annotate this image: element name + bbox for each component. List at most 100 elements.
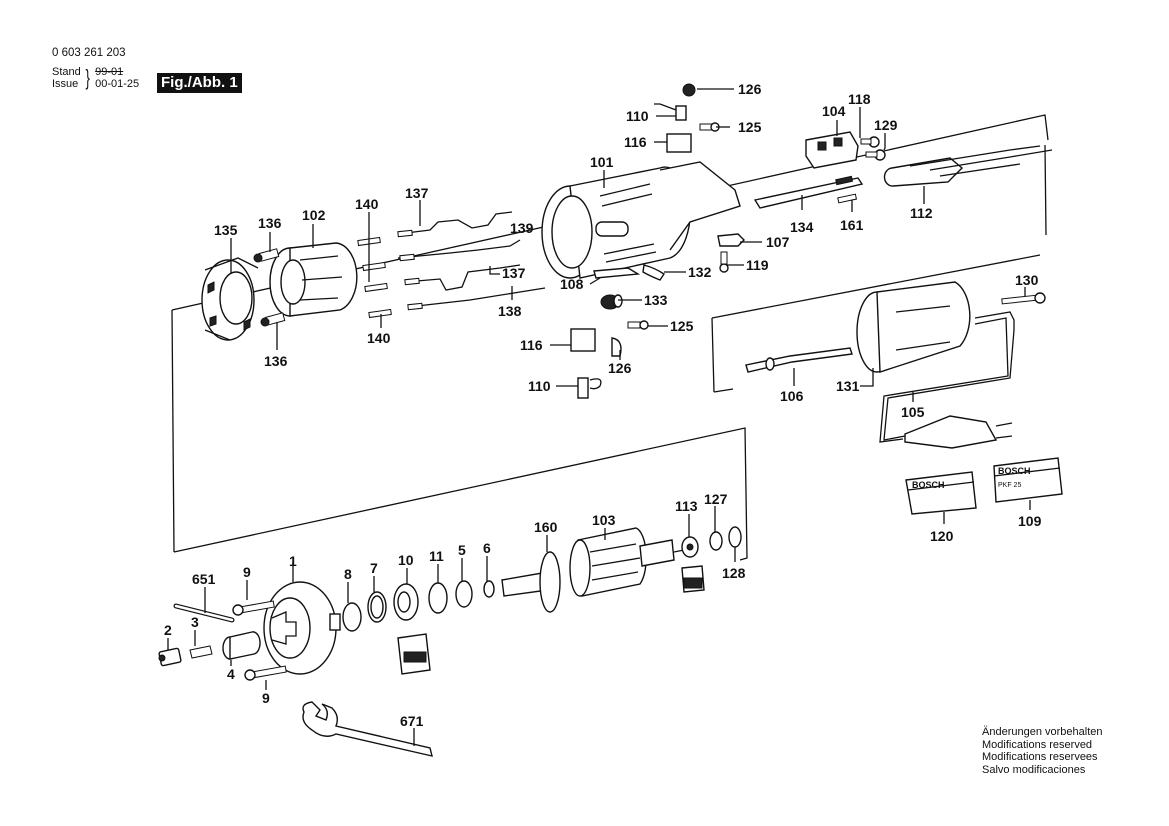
motor-frame-foot [713,388,734,393]
callout: 129 [874,117,898,133]
part-105-power-cable [879,311,1015,449]
part-109-label: BOSCH PKF 25 [993,457,1063,503]
part-9-screws [232,600,287,681]
part-11-ring [428,582,448,614]
callout: 110 [626,108,649,124]
callout: 106 [780,388,804,404]
left-frame-edge [171,309,175,553]
brush-holder-lower [570,320,649,399]
callout: 8 [344,566,352,582]
callout: 160 [534,519,558,535]
callout: 113 [675,498,698,514]
right-frame-edge [1044,144,1047,236]
callout: 119 [746,257,769,273]
part-137-139-138-wires [397,211,546,311]
part-118-129-screws [860,136,886,161]
old-date: 99-01 [95,66,124,78]
callout: 3 [191,614,199,630]
label-109-brand: BOSCH [998,466,1031,476]
part-671-wrench [302,701,433,757]
note-en: Modifications reserved [982,738,1093,751]
part-107-clamp [717,233,745,247]
modification-notes: Änderungen vorbehalten Modifications res… [982,726,1102,776]
part-113-bearing [681,536,699,558]
callout: 133 [644,292,668,308]
callout: 101 [590,154,614,170]
part-108-plate [593,267,641,279]
revision-labels: Stand Issue [52,66,81,90]
note-es: Salvo modificaciones [982,763,1086,776]
brace-icon: } [85,65,90,90]
bearing-rings [342,580,495,632]
part-161-spring [837,193,858,204]
callout: 108 [560,276,584,292]
part-103-armature [501,527,685,613]
callout: 10 [398,552,414,568]
issue-label: Issue [52,78,79,90]
part-120-label: BOSCH [905,471,977,515]
callout: 161 [840,217,864,233]
callout: 651 [192,571,216,587]
issue-date: 00-01-25 [95,78,140,90]
callout: 137 [502,265,526,281]
callout: 671 [400,713,424,729]
leader-lines [167,88,1031,746]
callout-labels: 126 110 125 116 104 118 129 101 112 137 … [164,81,1042,729]
callout: 136 [258,215,282,231]
callout: 9 [262,690,270,706]
callout: 118 [848,91,871,107]
part-5-circlip [455,580,473,608]
document-header: 0 603 261 203 Stand Issue } 99-01 00-01-… [52,47,139,90]
callout: 131 [836,378,860,394]
callout: 116 [624,134,647,150]
bearing-package-right [681,565,705,593]
callout: 134 [790,219,814,235]
callout: 7 [370,560,378,576]
part-135-fan-guard [201,257,259,341]
part-3-collet [189,645,213,659]
callout: 126 [738,81,762,97]
callout: 140 [367,330,391,346]
part-132-clip [642,264,665,281]
note-fr: Modifications reservees [982,751,1098,763]
label-109-model: PKF 25 [998,482,1021,489]
callout: 6 [483,540,491,556]
part-136-screw-upper [253,248,280,263]
part-128-ring [728,526,742,548]
document-number: 0 603 261 203 [52,47,126,59]
figure-label: Fig./Abb. 1 [157,73,242,93]
part-104-switch [805,131,859,169]
part-1-flange [263,581,341,675]
motor-frame-edge [711,317,715,393]
callout: 102 [302,207,326,223]
revision-dates: 99-01 00-01-25 [95,66,139,90]
part-651-pin [173,603,235,623]
callout: 128 [722,565,746,581]
callout: 103 [592,512,616,528]
stand-label: Stand [52,66,81,78]
part-4-sleeve [222,631,261,660]
callout: 125 [738,119,762,135]
part-140-sleeves [357,236,392,319]
callout: 140 [355,196,379,212]
part-112-cable-sheath [883,145,1053,187]
part-130-screw [1001,292,1046,305]
callout: 120 [930,528,954,544]
callout: 105 [901,404,925,420]
callout: 11 [429,548,444,564]
callout: 125 [670,318,694,334]
part-106-shaft [745,347,853,373]
part-102-stator [269,242,358,317]
upper-group-frame [171,114,1049,311]
callout: 136 [264,353,288,369]
bearing-package-left [397,633,431,675]
lower-group-frame [173,427,748,561]
callout: 138 [498,303,522,319]
part-2-nut [158,647,182,667]
part-6-washer [483,580,495,598]
part-133-knob [600,294,623,310]
motor-housing-frame [711,254,1041,319]
callout: 9 [243,564,251,580]
callout: 107 [766,234,790,250]
